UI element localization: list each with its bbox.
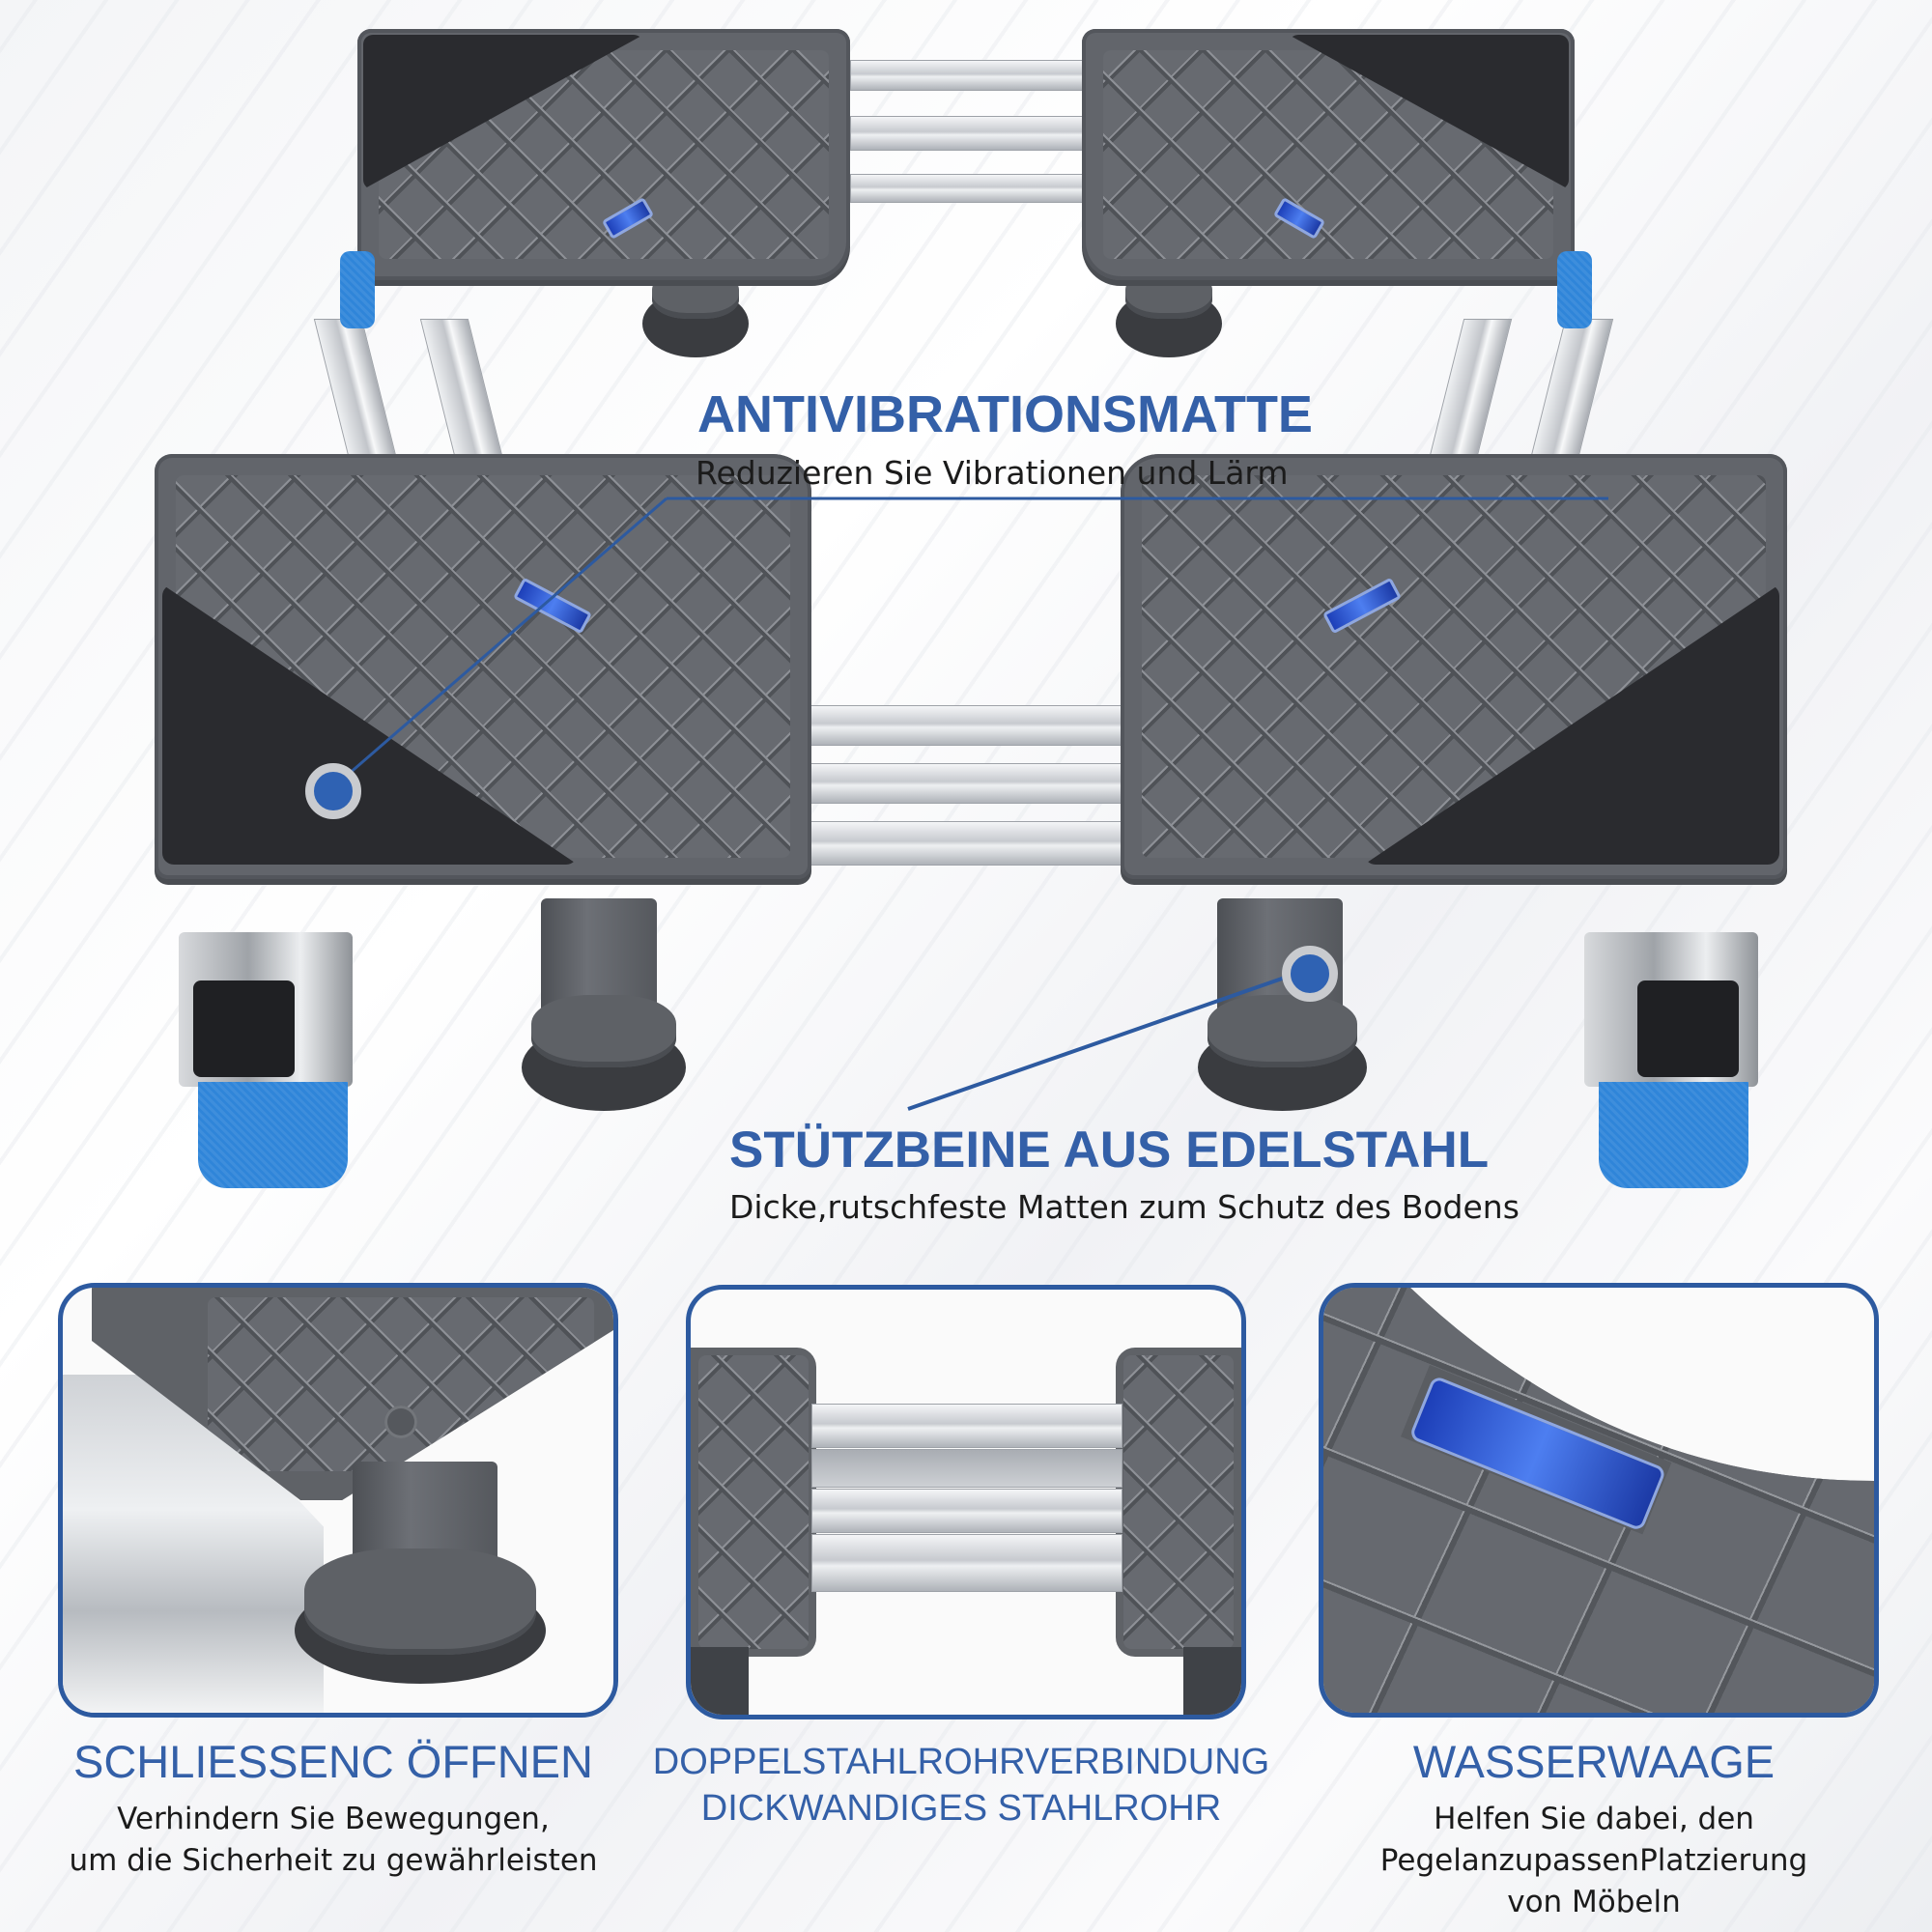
tube-3 (811, 1489, 1122, 1533)
callout-title-antivibration: ANTIVIBRATIONSMATTE (697, 385, 1313, 443)
back-rail-top (850, 60, 1094, 91)
caster-wheel-front-right (1599, 1082, 1748, 1188)
callout-dot-icon (305, 763, 361, 819)
caster-brake-front-left (193, 980, 295, 1077)
caster-wheel-front-left (198, 1082, 348, 1188)
left-plate (691, 1348, 816, 1657)
corner-plate-front-right (1121, 454, 1787, 879)
detail-panel-steel-tube (686, 1285, 1246, 1719)
caster-wheel-back-left (340, 251, 375, 328)
caster-wheel-back-right (1557, 251, 1592, 328)
panel-title-lock: SCHLIESSENC ÖFFNEN (73, 1736, 593, 1787)
adjust-knob-front-left (531, 995, 676, 1067)
back-rail-bottom (850, 116, 1094, 151)
panel-title-steel-tube: DOPPELSTAHLROHRVERBINDUNG DICKWANDIGES S… (618, 1739, 1304, 1832)
corner-plate-front-left (155, 454, 811, 879)
callout-lines (332, 497, 1608, 1111)
panel-text-lock: Verhindern Sie Bewegungen, um die Sicher… (29, 1799, 638, 1882)
panel-text-line: Helfen Sie dabei, den (1434, 1802, 1754, 1836)
tube-4 (811, 1534, 1122, 1592)
leg-right (1183, 1647, 1241, 1715)
tube-1 (811, 1404, 1122, 1448)
adjust-knob-front-right (1208, 995, 1357, 1067)
front-rail-top (802, 705, 1132, 746)
panel-text-spirit-level: Helfen Sie dabei, den PegelanzupassenPla… (1294, 1799, 1893, 1923)
panel-text-line: Verhindern Sie Bewegungen, (117, 1802, 550, 1836)
right-plate (1116, 1348, 1241, 1657)
detail-panel-spirit-level (1319, 1283, 1879, 1718)
callout-subtitle-support-legs: Dicke,rutschfeste Matten zum Schutz des … (729, 1188, 1520, 1226)
front-rail-bottom (802, 821, 1132, 866)
back-rail-extra (850, 174, 1094, 203)
callout-dot-icon (1282, 946, 1338, 1002)
detail-panel-lock (58, 1283, 618, 1718)
panel-text-line: von Möbeln (1507, 1885, 1681, 1919)
caster-brake-front-right (1637, 980, 1739, 1077)
panel-text-line: um die Sicherheit zu gewährleisten (69, 1843, 598, 1878)
callout-title-support-legs: STÜTZBEINE AUS EDELSTAHL (729, 1122, 1490, 1179)
panel-title-line: DOPPELSTAHLROHRVERBINDUNG (652, 1742, 1270, 1782)
leg-left (691, 1647, 749, 1715)
callout-subtitle-antivibration: Reduzieren Sie Vibrationen und Lärm (696, 454, 1289, 492)
corner-plate-back-left (357, 29, 850, 280)
panel-title-spirit-level: WASSERWAAGE (1412, 1736, 1776, 1787)
panel-title-line: DICKWANDIGES STAHLROHR (700, 1788, 1222, 1829)
latch-pin-icon (384, 1406, 417, 1438)
panel-text-line: PegelanzupassenPlatzierung (1379, 1843, 1808, 1878)
adjust-knob (304, 1548, 536, 1655)
product-illustration (155, 29, 1787, 1188)
tube-2 (811, 1449, 1122, 1488)
corner-plate-back-right (1082, 29, 1575, 280)
